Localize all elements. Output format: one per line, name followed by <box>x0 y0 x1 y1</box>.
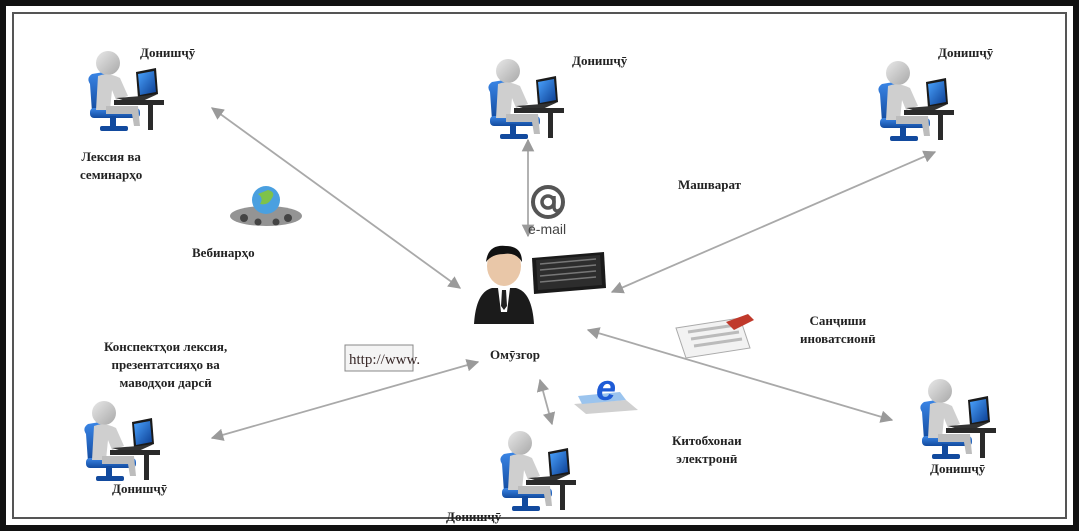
arrow-consultation <box>610 150 937 294</box>
materials-label-line-3: маводҳои дарсӣ <box>119 375 212 390</box>
student-label-bottom-center: Донишҷӯ <box>446 509 502 524</box>
library-label: Китобхонаи электронӣ <box>672 432 742 468</box>
innovation-label-line-2: иноватсионӣ <box>800 331 876 346</box>
http-address-text: http://www. <box>349 352 420 368</box>
globe-network-icon <box>230 186 302 226</box>
e-book-icon: e <box>574 367 638 414</box>
innovation-label: Санҷиши иноватсионӣ <box>800 312 876 348</box>
library-label-line-2: электронӣ <box>676 451 738 466</box>
lectures-label: Лексия ва семинарҳо <box>80 148 142 184</box>
arrow-lectures <box>210 107 462 289</box>
arrows <box>210 107 937 441</box>
student-label-top-right: Донишҷӯ <box>938 45 994 60</box>
teacher-icon <box>474 245 606 324</box>
materials-label: Конспектҳои лексия, презентатсияҳо ва ма… <box>104 338 227 392</box>
materials-label-line-2: презентатсияҳо ва <box>111 357 220 372</box>
student-label-top-center: Донишҷӯ <box>572 53 628 68</box>
email-label: e-mail <box>528 221 567 237</box>
student-icon-top-left <box>88 51 164 131</box>
student-label-bottom-right: Донишҷӯ <box>930 461 986 476</box>
teacher-label: Омӯзгор <box>490 347 541 362</box>
student-icon-bottom-right <box>920 379 996 459</box>
materials-label-line-1: Конспектҳои лексия, <box>104 339 228 354</box>
arrow-library <box>536 378 556 426</box>
innovation-label-line-1: Санҷиши <box>809 313 867 328</box>
http-address-icon: http://www. <box>344 344 420 372</box>
student-icon-bottom-center <box>500 431 576 511</box>
lectures-label-line-1: Лексия ва <box>81 149 141 164</box>
library-label-line-1: Китобхонаи <box>672 433 742 448</box>
student-label-bottom-left: Донишҷӯ <box>112 481 168 496</box>
checklist-pencil-icon <box>675 314 754 359</box>
consultation-label: Машварат <box>678 177 742 192</box>
arrow-innovation <box>586 327 894 423</box>
webinars-label: Вебинарҳо <box>192 245 255 260</box>
arrow-materials <box>210 359 480 441</box>
lectures-label-line-2: семинарҳо <box>80 167 143 182</box>
svg-text:e: e <box>596 367 616 408</box>
student-icon-bottom-left <box>84 401 160 481</box>
student-label-top-left: Донишҷӯ <box>140 45 196 60</box>
at-sign-icon <box>531 185 565 219</box>
student-icon-top-right <box>878 61 954 141</box>
student-icon-top-center <box>488 59 564 139</box>
